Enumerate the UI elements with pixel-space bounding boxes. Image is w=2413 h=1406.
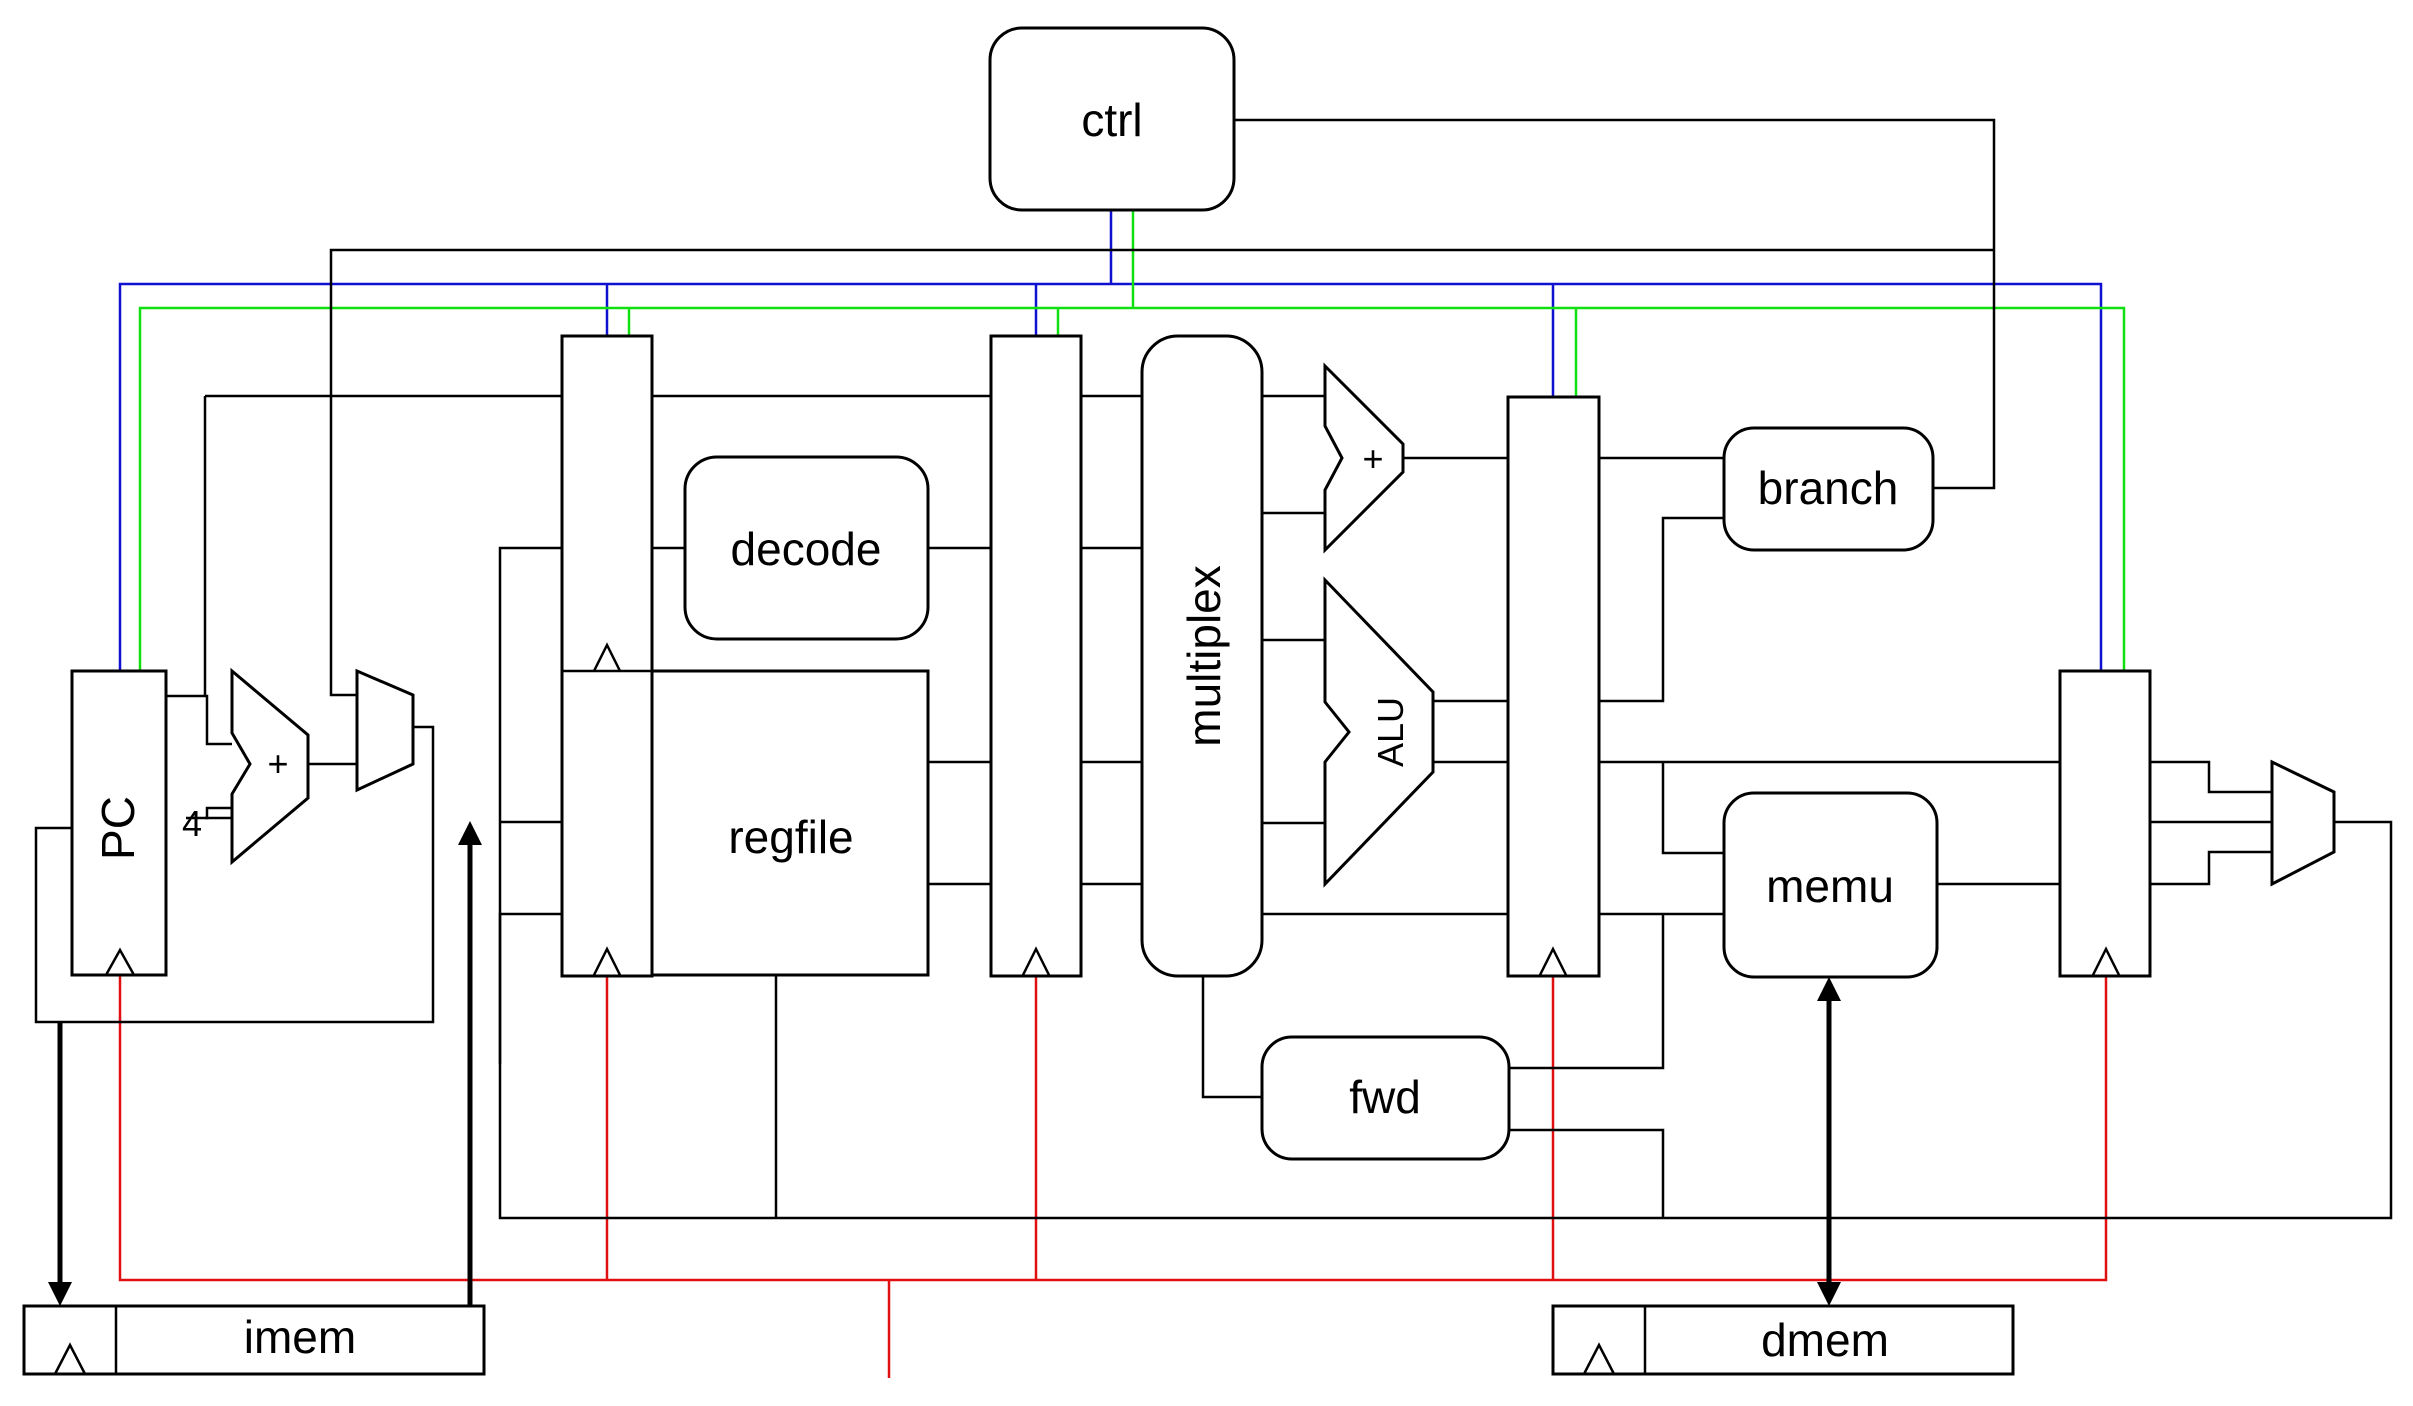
memu-block[interactable]: memu [1722,791,1939,979]
alu-label: ALU [1370,697,1411,767]
ex-mem-register[interactable] [1506,395,1601,978]
branch-label: branch [1758,462,1899,514]
clock-wires [118,965,2108,1378]
memu-label: memu [1766,860,1894,912]
control-wires-blue [118,210,2103,671]
data-wires [34,118,2393,1220]
mem-wb-register[interactable] [2058,669,2152,978]
writeback-mux [2270,759,2336,887]
regfile-label: regfile [728,811,853,863]
decode-block[interactable]: decode [683,455,930,641]
pc-select-mux [355,668,415,793]
pc-adder: + 4 [182,667,310,866]
control-wires-green [138,210,2126,671]
imem-label: imem [244,1311,356,1363]
fwd-label: fwd [1349,1071,1421,1123]
dmem-label: dmem [1761,1314,1889,1366]
id-ex-register[interactable] [989,334,1083,978]
pc-increment-label: 4 [182,803,202,844]
fwd-block[interactable]: fwd [1260,1035,1511,1161]
multiplex-block[interactable]: multiplex [1140,334,1264,978]
decode-label: decode [731,523,882,575]
branch-adder-symbol: + [1362,438,1383,479]
ctrl-block[interactable]: ctrl [988,26,1236,212]
regfile-block[interactable]: regfile [650,669,930,977]
branch-block[interactable]: branch [1722,426,1935,552]
ctrl-label: ctrl [1081,94,1142,146]
multiplex-label: multiplex [1178,565,1230,747]
pc-label: PC [92,796,144,860]
memory-buses [48,821,1841,1306]
pc-register[interactable]: PC [70,669,168,977]
imem-block[interactable]: imem [22,1304,486,1376]
if-id-register[interactable] [560,334,654,978]
pc-adder-symbol: + [267,743,288,784]
branch-adder: + [1323,362,1405,554]
dmem-block[interactable]: dmem [1551,1304,2015,1376]
alu-block[interactable]: ALU [1323,576,1435,888]
